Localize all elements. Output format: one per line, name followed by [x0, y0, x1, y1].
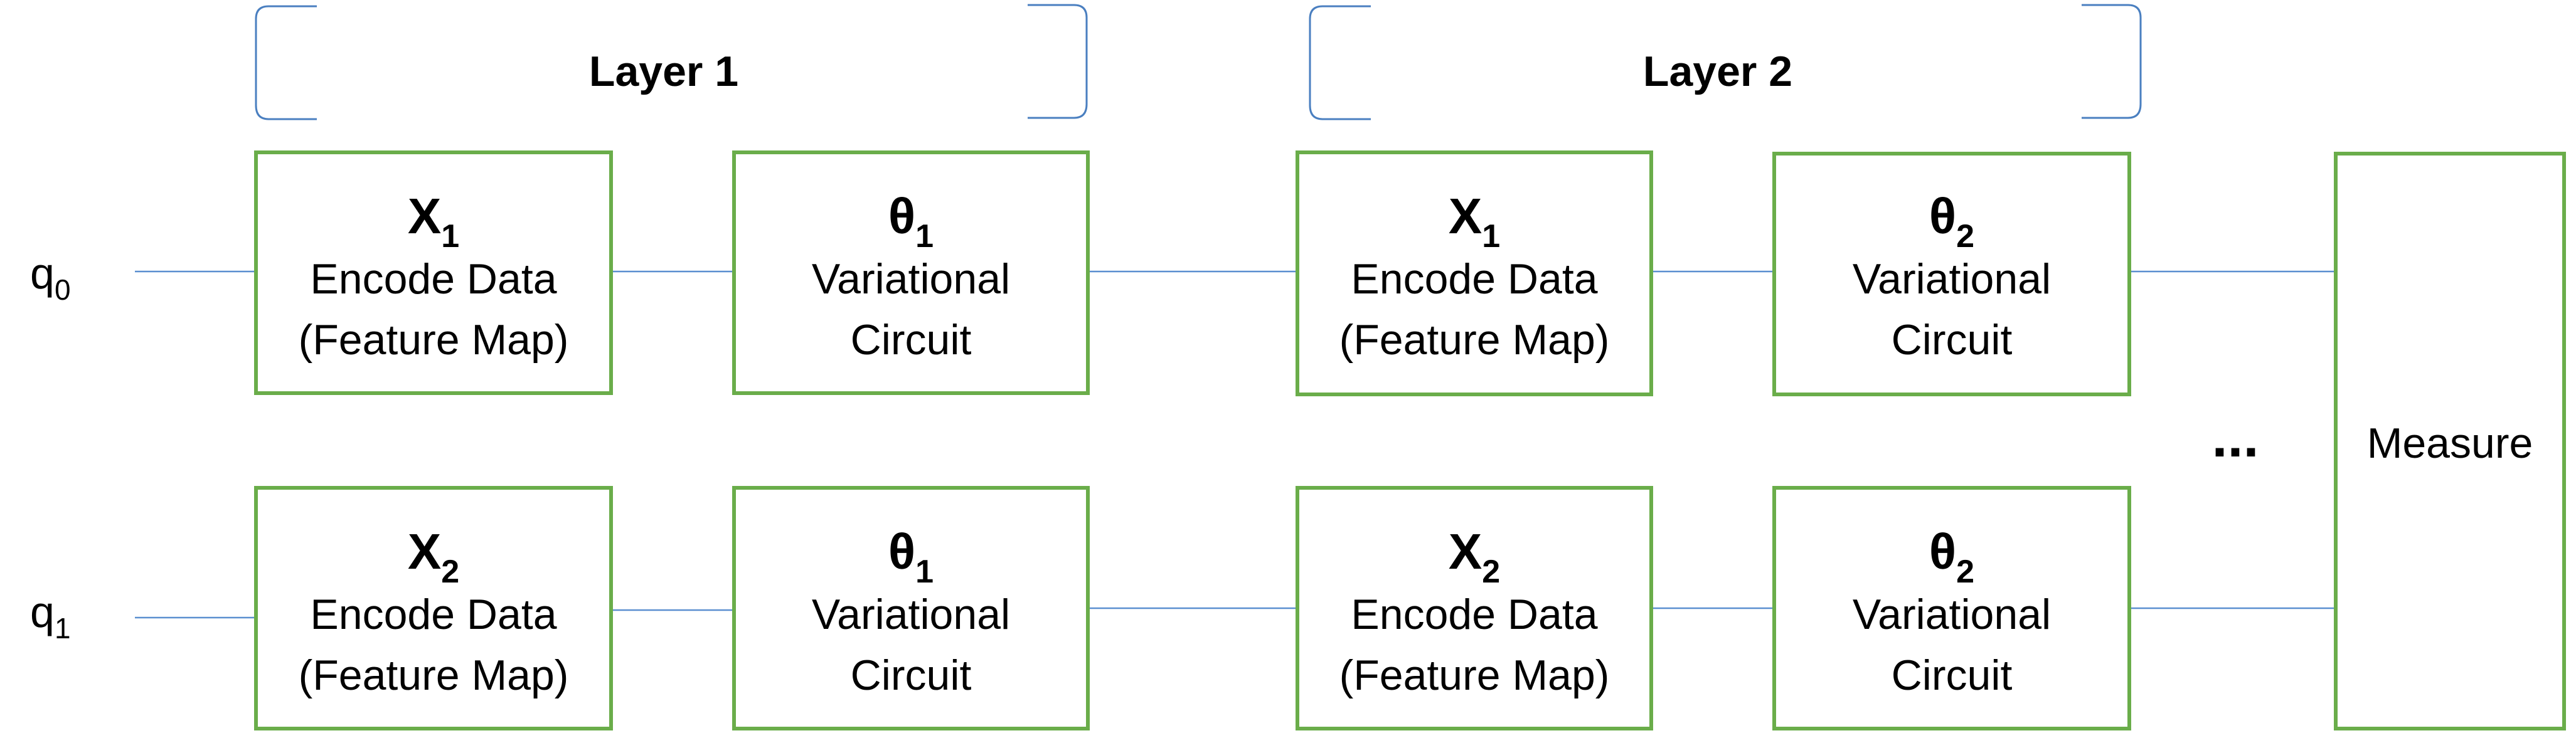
gate-line-1: Encode Data	[1351, 591, 1597, 638]
qubit-1-label: q1	[30, 588, 71, 645]
gate-symbol: X2	[1449, 524, 1500, 590]
q0-layer2-variational-gate: θ2 Variational Circuit	[1772, 152, 2131, 396]
q0-layer1-encode-gate: X1 Encode Data (Feature Map)	[254, 150, 613, 395]
q0-layer1-variational-gate: θ1 Variational Circuit	[732, 150, 1090, 395]
gate-line-1: Variational	[812, 255, 1010, 303]
gate-line-2: (Feature Map)	[1339, 316, 1610, 364]
gate-line-1: Encode Data	[1351, 255, 1597, 303]
gate-symbol: X1	[408, 188, 459, 255]
gate-line-1: Encode Data	[310, 255, 556, 303]
gate-line-2: Circuit	[1892, 316, 2013, 364]
gate-symbol: θ1	[888, 524, 934, 590]
qubit-1-wire	[135, 607, 2336, 619]
gate-line-1: Variational	[812, 591, 1010, 638]
gate-line-1: Variational	[1853, 255, 2051, 303]
q1-layer2-encode-gate: X2 Encode Data (Feature Map)	[1296, 486, 1653, 730]
layer-1-bracket	[255, 4, 1088, 120]
gate-line-2: (Feature Map)	[1339, 651, 1610, 699]
gate-symbol: θ2	[1929, 524, 1974, 590]
gate-line-1: Encode Data	[310, 591, 556, 638]
q1-layer1-encode-gate: X2 Encode Data (Feature Map)	[254, 486, 613, 730]
measure-block: Measure	[2334, 152, 2566, 730]
gate-symbol: θ2	[1929, 188, 1974, 255]
gate-line-2: Circuit	[1892, 651, 2013, 699]
gate-line-2: Circuit	[851, 651, 972, 699]
layer-1-label: Layer 1	[589, 48, 738, 95]
continuation-ellipsis: ...	[2211, 406, 2259, 469]
layer-2-bracket	[1309, 4, 2142, 120]
measure-label: Measure	[2367, 419, 2533, 467]
q0-layer2-encode-gate: X1 Encode Data (Feature Map)	[1296, 150, 1653, 396]
gate-symbol: X2	[408, 524, 459, 590]
gate-symbol: X1	[1449, 188, 1500, 255]
gate-line-2: Circuit	[851, 316, 972, 364]
gate-symbol: θ1	[888, 188, 934, 255]
gate-line-2: (Feature Map)	[299, 316, 569, 364]
gate-line-1: Variational	[1853, 591, 2051, 638]
qubit-0-label: q0	[30, 249, 71, 306]
gate-line-2: (Feature Map)	[299, 651, 569, 699]
q1-layer2-variational-gate: θ2 Variational Circuit	[1772, 486, 2131, 730]
layer-2-label: Layer 2	[1643, 48, 1792, 95]
q1-layer1-variational-gate: θ1 Variational Circuit	[732, 486, 1090, 730]
